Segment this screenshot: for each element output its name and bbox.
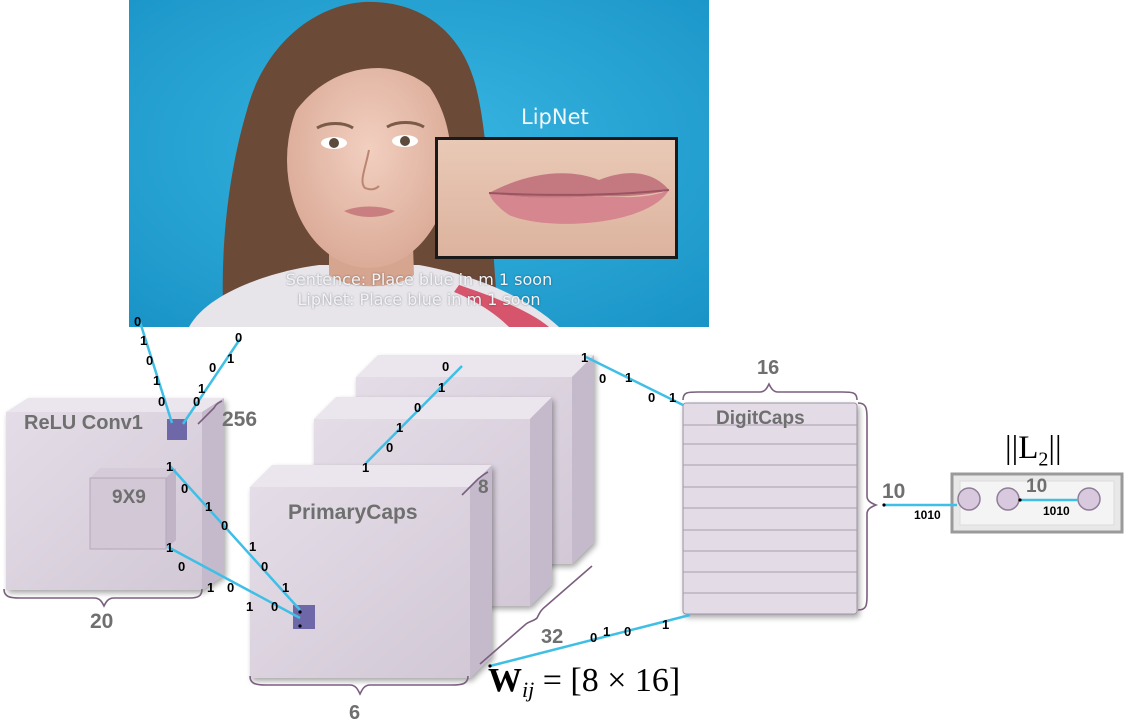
conv1-depth-label: 256 [222,408,258,431]
connection-dots [298,498,1022,668]
bit: 1 [396,420,404,435]
bit: 1 [282,580,290,595]
bit: 0 [624,624,632,639]
l2-norm-title: ||L2|| [1005,430,1062,471]
bit: 0 [209,360,217,375]
bit: 0 [271,599,279,614]
bit: 0 [235,330,243,345]
primarycaps-count-label: 32 [541,626,564,648]
bit: 1 [207,580,215,595]
digitcaps-dim-label: 16 [757,357,780,379]
bit: 1 [140,333,148,348]
bit: 0 [386,440,394,455]
bit: 0 [221,518,229,533]
output-count-label: 10 [1026,476,1048,497]
conv1-width-label: 20 [90,610,114,633]
bit: 0 [590,630,598,645]
primarycaps-front [250,465,492,678]
bit: 1 [166,540,174,555]
bit: 1 [153,373,161,388]
bit: 1 [227,351,235,366]
bit: 1 [669,390,677,405]
bit: 0 [181,481,189,496]
conv1-cell [167,419,187,440]
bit: 0 [261,559,269,574]
output-node-1 [957,487,981,511]
bit: 1 [662,617,670,632]
bit: 1 [246,599,254,614]
bit: 1 [625,370,633,385]
digitcaps-title: DigitCaps [716,408,805,429]
bit: 0 [414,400,422,415]
kernel-box [89,468,176,550]
bit: 1 [438,380,446,395]
bit: 1 [603,624,611,639]
conv1-title: ReLU Conv1 [24,412,143,434]
bit: 0 [158,394,166,409]
connection-lines [138,321,1078,668]
brackets [3,382,879,696]
primarycaps-depth-label: 8 [478,477,489,498]
bit: 0 [227,580,235,595]
bit: 1 [249,539,257,554]
bit: 0 [648,390,656,405]
bit: 0 [599,371,607,386]
bit: 1 [205,499,213,514]
output-box [950,472,1124,534]
prediction-caption: LipNet: Place blue in m 1 soon [297,290,541,309]
bit: 1 [166,459,174,474]
speaker-image [129,0,709,327]
output-node-3 [1077,487,1101,511]
bit: 0 [442,359,450,374]
bit: 0 [146,353,154,368]
lipnet-overlay-title: LipNet [521,105,589,129]
output-node-2 [996,487,1020,511]
digitcaps-count-label: 10 [882,480,906,503]
bit: 1 [198,381,206,396]
kernel-label: 9X9 [112,487,146,508]
bit: 0 [178,559,186,574]
bit: 0 [193,394,201,409]
bit: 1 [362,460,370,475]
bit: 0 [134,314,142,329]
weight-equation: Wij = [8 × 16] [488,662,681,702]
sentence-caption: Sentence: Place blue in m 1 soon [285,270,553,289]
lipnet-video-frame: LipNet Sentence: Place blue in m 1 soon … [129,0,709,327]
bit: 1 [581,350,589,365]
primarycaps-cell [293,605,315,629]
primarycaps-title: PrimaryCaps [288,501,418,524]
output-link-bits-a: 1010 [914,508,941,522]
primarycaps-width-label: 6 [349,702,361,724]
output-link-bits-b: 1010 [1043,504,1070,518]
digitcaps-rows [683,424,857,594]
